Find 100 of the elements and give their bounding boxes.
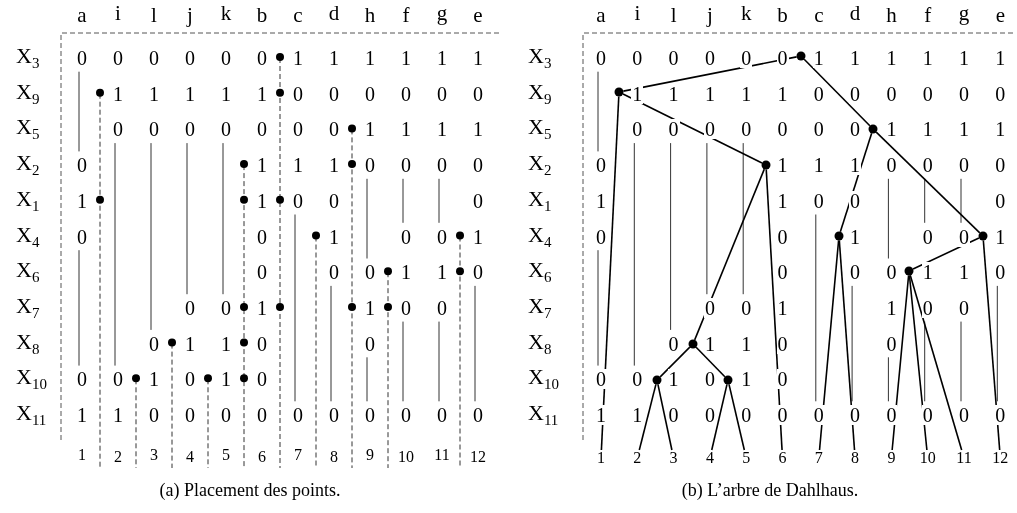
matrix-value: 0 — [364, 405, 376, 425]
column-header: l — [151, 4, 157, 26]
column-number: 12 — [470, 449, 486, 465]
row-label: X$_{8}$ — [528, 330, 552, 357]
column-header: g — [958, 2, 970, 24]
matrix-value: 1 — [994, 48, 1007, 68]
tree-branch — [695, 346, 726, 378]
tree-node — [614, 87, 624, 97]
column-number: 9 — [366, 447, 374, 463]
matrix-value: 0 — [184, 405, 196, 425]
tree-branch — [839, 132, 873, 233]
matrix-value: 1 — [472, 48, 484, 68]
tree-branch — [875, 131, 981, 234]
matrix-value: 0 — [703, 48, 716, 68]
matrix-value: 1 — [595, 405, 607, 425]
column-number: 4 — [186, 449, 194, 465]
matrix-value: 0 — [184, 48, 196, 68]
column-number: 2 — [114, 449, 122, 465]
leaf-label: 3 — [669, 450, 678, 466]
matrix-value: 1 — [364, 48, 376, 68]
matrix-value: 1 — [849, 48, 862, 68]
matrix-value: 0 — [958, 405, 970, 425]
row-label: X$_{10}$ — [16, 366, 47, 393]
column-header: f — [924, 4, 932, 26]
row-label: X$_{6}$ — [16, 259, 40, 286]
matrix-value: 1 — [328, 48, 340, 68]
matrix-value: 1 — [436, 48, 448, 68]
matrix-value: 0 — [849, 405, 862, 425]
matrix-value: 0 — [436, 405, 448, 425]
column-number: 10 — [398, 449, 414, 465]
matrix-value: 0 — [703, 119, 716, 140]
leaf-label: 5 — [742, 450, 751, 466]
leaf-label: 4 — [705, 450, 714, 466]
matrix-value: 0 — [595, 369, 607, 390]
matrix-value: 0 — [220, 48, 232, 68]
matrix-value: 0 — [667, 48, 680, 68]
column-header: k — [740, 2, 752, 24]
column-header: c — [814, 4, 824, 26]
row-label: X$_{5}$ — [16, 116, 40, 143]
matrix-value: 0 — [667, 405, 680, 425]
tree-node — [761, 160, 771, 170]
leaf-label: 2 — [633, 450, 642, 466]
column-number: 7 — [294, 447, 302, 463]
matrix-value: 0 — [740, 405, 753, 425]
tree-branch — [908, 274, 928, 451]
matrix-value: 0 — [256, 405, 268, 425]
column-header: a — [77, 4, 87, 26]
column-header: b — [777, 4, 788, 26]
matrix-value: 0 — [740, 48, 753, 68]
matrix-value: 1 — [958, 48, 970, 68]
column-number: 8 — [330, 449, 338, 465]
row-label: X$_{5}$ — [528, 116, 552, 143]
column-number: 11 — [434, 447, 450, 463]
tree-branch — [693, 168, 766, 341]
matrix-value: 0 — [148, 405, 160, 425]
matrix-value: 1 — [631, 405, 644, 425]
matrix-value: 0 — [776, 48, 789, 68]
row-label: X$_{9}$ — [528, 80, 552, 107]
matrix-value: 0 — [595, 48, 607, 68]
matrix-value: 0 — [703, 297, 716, 318]
tree-branch — [728, 383, 746, 451]
column-header: i — [634, 2, 641, 24]
matrix-value: 1 — [921, 48, 934, 68]
matrix-value: 0 — [994, 405, 1007, 425]
matrix-value: 1 — [400, 48, 412, 68]
matrix-value: 0 — [328, 405, 340, 425]
tree-branch — [600, 95, 620, 451]
tree-node — [652, 375, 662, 385]
tree-branch — [710, 383, 728, 451]
matrix-value: 1 — [849, 155, 862, 176]
column-header: e — [995, 4, 1005, 26]
matrix-value: 1 — [812, 48, 825, 68]
tree-branch — [912, 237, 980, 270]
tree-branch — [982, 239, 1001, 451]
row-label: X$_{4}$ — [528, 223, 552, 250]
matrix-value: 0 — [885, 405, 898, 425]
tree-node — [723, 375, 733, 385]
column-header: c — [293, 4, 303, 26]
leaf-label: 10 — [919, 450, 936, 466]
row-label: X$_{3}$ — [528, 45, 552, 71]
column-header: j — [706, 4, 713, 26]
figure-caption: (b) L’arbre de Dahlhaus. — [681, 481, 859, 499]
matrix-value: 0 — [76, 48, 88, 68]
matrix-value: 0 — [292, 405, 304, 425]
matrix-value: 1 — [631, 83, 644, 104]
row-label: X$_{3}$ — [16, 45, 40, 71]
matrix-value: 0 — [400, 405, 412, 425]
tree-branch — [657, 383, 673, 451]
tree-node — [688, 339, 698, 349]
tree-node — [978, 231, 988, 241]
row-label: X$_{10}$ — [528, 366, 559, 393]
matrix-value: 1 — [76, 405, 88, 425]
row-label: X$_{6}$ — [528, 259, 552, 286]
figure-caption: (a) Placement des points. — [159, 481, 341, 499]
column-header: l — [670, 4, 677, 26]
column-header: f — [402, 4, 410, 26]
leaf-label: 8 — [851, 450, 860, 466]
tree-branch — [622, 93, 763, 164]
tree-branch — [765, 168, 783, 451]
tree-branch — [638, 383, 657, 451]
